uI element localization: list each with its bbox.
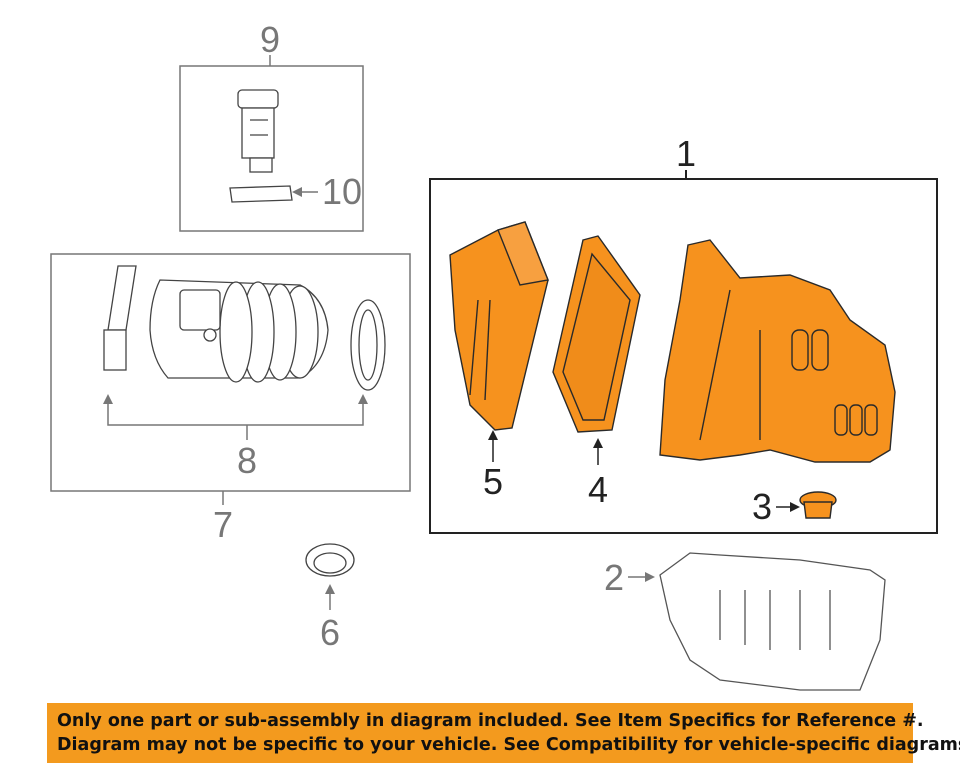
callout-6: 6 bbox=[320, 612, 340, 653]
arrowhead-8b bbox=[358, 394, 368, 404]
arrowhead-5 bbox=[488, 430, 498, 440]
parts-diagram: 9 10 8 7 6 1 5 4 3 2 bbox=[50, 19, 938, 691]
intake-group-box bbox=[50, 253, 411, 492]
hose-clamp-6 bbox=[305, 543, 355, 577]
arrowhead-10 bbox=[292, 187, 302, 197]
callout-7: 7 bbox=[213, 504, 233, 545]
arrowhead-8a bbox=[103, 394, 113, 404]
callout-1: 1 bbox=[676, 133, 696, 174]
air-cleaner-group-box bbox=[429, 178, 938, 534]
mass-airflow-sensor bbox=[229, 89, 293, 203]
callout-5: 5 bbox=[483, 461, 503, 502]
intake-sensor bbox=[103, 265, 137, 371]
grommet bbox=[799, 491, 837, 519]
bracket-8 bbox=[107, 400, 364, 426]
disclaimer-line-2: Diagram may not be specific to your vehi… bbox=[57, 735, 960, 755]
arrowhead-3 bbox=[790, 502, 800, 512]
callout-2: 2 bbox=[604, 557, 624, 598]
sensor-group-box bbox=[179, 65, 364, 232]
hose-clamp-7 bbox=[350, 299, 386, 391]
intake-tube bbox=[149, 279, 329, 383]
disclaimer-banner: Only one part or sub-assembly in diagram… bbox=[47, 703, 960, 763]
air-cleaner-housing bbox=[659, 239, 896, 463]
air-filter-element bbox=[552, 235, 641, 433]
callout-9: 9 bbox=[260, 19, 280, 60]
callout-8: 8 bbox=[237, 440, 257, 481]
disclaimer-line-1: Only one part or sub-assembly in diagram… bbox=[57, 711, 924, 731]
air-cleaner-cover bbox=[449, 221, 549, 431]
arrowhead-2 bbox=[645, 572, 655, 582]
arrowhead-6 bbox=[325, 584, 335, 594]
lower-housing bbox=[659, 552, 886, 691]
callout-3: 3 bbox=[752, 486, 772, 527]
callout-4: 4 bbox=[588, 469, 608, 510]
callout-10: 10 bbox=[322, 171, 362, 212]
arrowhead-4 bbox=[593, 438, 603, 448]
